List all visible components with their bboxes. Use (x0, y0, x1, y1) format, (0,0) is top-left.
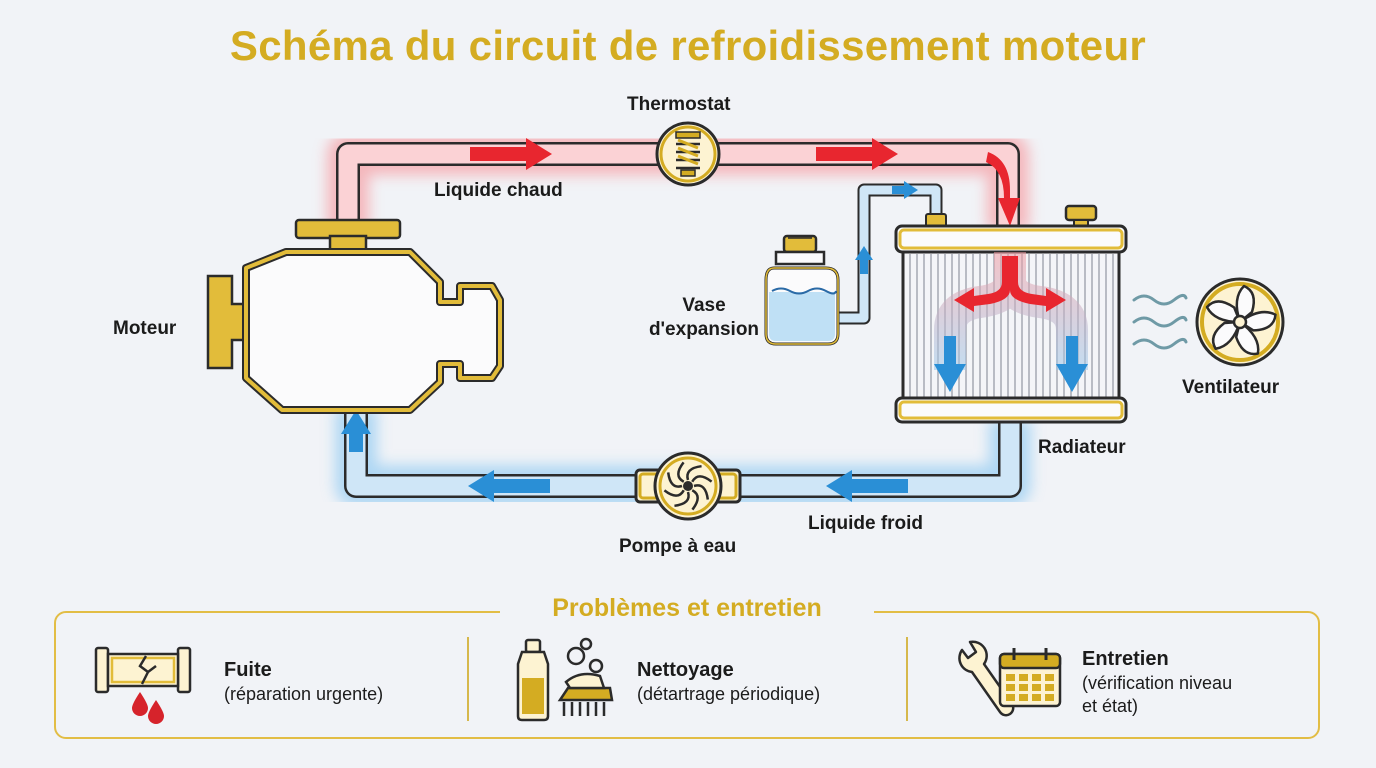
leaking-pipe-icon (94, 646, 192, 724)
expansion-tank-label: Vase d'expansion (614, 294, 794, 342)
hot-flow-arrows (470, 138, 1020, 226)
expansion-tank-label-line2: d'expansion (648, 319, 760, 340)
fan-label: Ventilateur (1182, 377, 1280, 398)
cleaning-description: (détartrage périodique) (637, 684, 821, 704)
wrench-calendar-icon (958, 640, 1062, 717)
engine-label: Moteur (113, 318, 177, 339)
expansion-hose (838, 183, 943, 325)
radiator-label: Radiateur (1038, 437, 1126, 458)
water-pump-icon (634, 451, 742, 521)
water-pump-label: Pompe à eau (619, 536, 737, 557)
cold-liquid-label: Liquide froid (808, 513, 924, 534)
thermostat-icon (655, 121, 721, 187)
thermostat-label: Thermostat (627, 94, 731, 115)
leak-description: (réparation urgente) (224, 684, 384, 704)
maintenance-description: (vérification niveau et état) (1082, 672, 1232, 718)
fan-icon (1195, 277, 1285, 367)
expansion-tank-label-line1: Vase (682, 295, 726, 316)
cold-flow-arrows (341, 181, 918, 502)
panel-divider (467, 637, 469, 721)
leak-title: Fuite (224, 659, 272, 681)
maintenance-description-line1: (vérification niveau (1082, 673, 1233, 693)
page-title: Schéma du circuit de refroidissement mot… (229, 22, 1147, 69)
expansion-tank-icon (764, 234, 840, 346)
cleaning-title: Nettoyage (637, 659, 734, 681)
maintenance-panel-title: Problèmes et entretien (500, 594, 874, 623)
maintenance-description-line2: et état) (1082, 696, 1139, 716)
panel-divider (906, 637, 908, 721)
cleaning-products-icon (516, 637, 614, 722)
maintenance-title: Entretien (1082, 648, 1169, 670)
radiator-icon (894, 204, 1128, 424)
airflow-icon (1132, 293, 1188, 350)
engine-icon (206, 218, 504, 414)
hot-liquid-label: Liquide chaud (434, 180, 563, 201)
